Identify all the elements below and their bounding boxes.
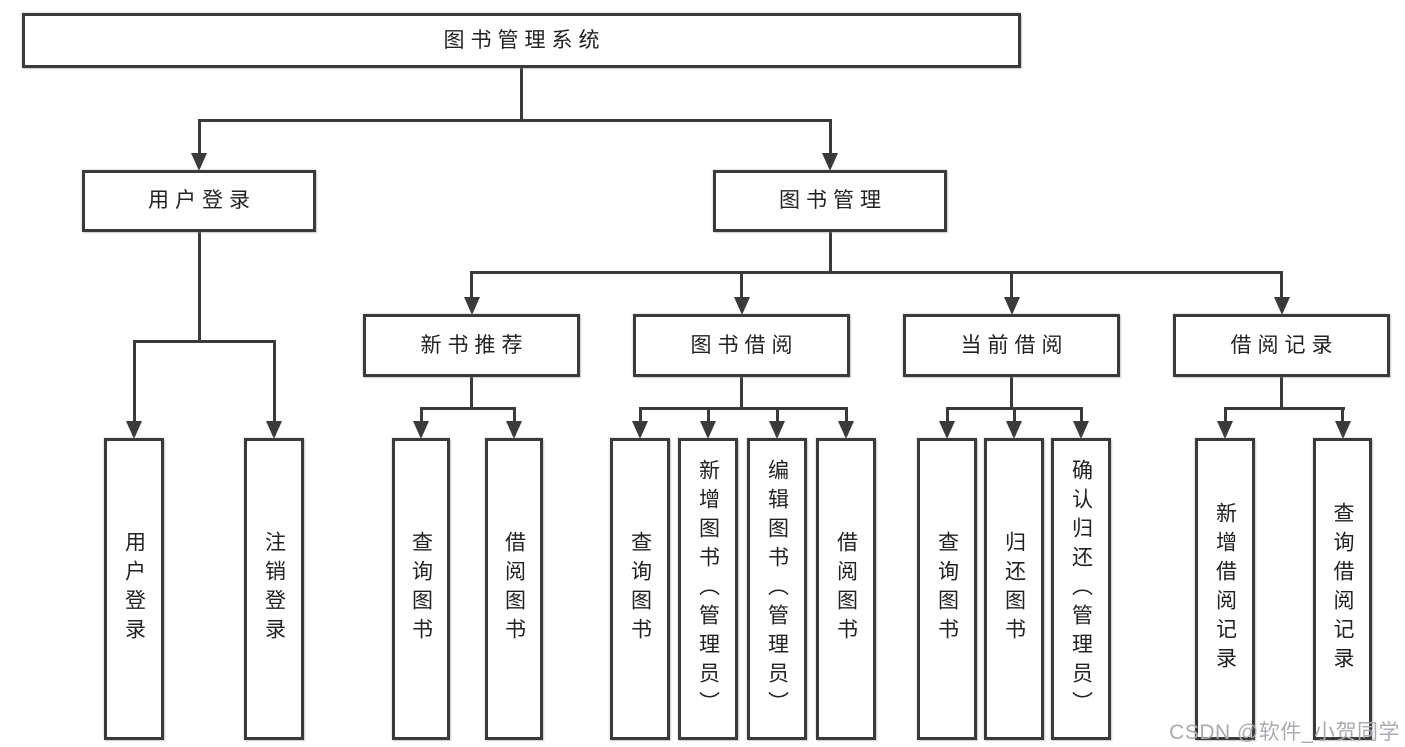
connector-rail xyxy=(1224,407,1345,410)
node-label: 归还图书 xyxy=(1002,531,1026,647)
arrowhead-down-icon xyxy=(126,421,142,439)
node-label: 借阅图书 xyxy=(834,531,858,647)
connector-drop xyxy=(1010,271,1013,303)
connector-drop xyxy=(829,119,832,159)
node-leaf-add-books: 新增图书（管理员） xyxy=(678,438,738,740)
watermark: CSDN @软件_小贺同学 xyxy=(1169,721,1400,744)
node-leaf-add-borrow-record: 新增借阅记录 xyxy=(1195,438,1255,740)
node-new-book-rec: 新书推荐 xyxy=(363,314,580,377)
node-book-borrowing: 图书借阅 xyxy=(633,314,850,377)
arrowhead-down-icon xyxy=(769,421,785,439)
node-label: 当前借阅 xyxy=(960,333,1069,357)
connector-drop xyxy=(1080,407,1083,427)
connector-drop xyxy=(1341,407,1344,427)
node-label: 图书借阅 xyxy=(690,333,799,357)
arrowhead-down-icon xyxy=(1006,421,1022,439)
connector-drop xyxy=(513,407,516,427)
node-label: 查询图书 xyxy=(409,531,433,647)
arrowhead-down-icon xyxy=(1274,297,1290,315)
node-label: 用户登录 xyxy=(122,531,146,647)
arrowhead-down-icon xyxy=(413,421,429,439)
connector-rail xyxy=(639,407,848,410)
connector-drop xyxy=(470,271,473,303)
connector-drop xyxy=(845,407,848,427)
node-leaf-borrow-books-1: 借阅图书 xyxy=(485,438,543,740)
node-leaf-edit-books: 编辑图书（管理员） xyxy=(747,438,807,740)
node-label: 图书管理 xyxy=(779,189,887,213)
node-leaf-user-login: 用户登录 xyxy=(104,438,164,740)
connector-rail xyxy=(420,407,516,410)
node-label: 借阅记录 xyxy=(1230,333,1339,357)
node-leaf-confirm-return: 确认归还（管理员） xyxy=(1051,438,1111,740)
connector-rail xyxy=(198,119,832,122)
connector-drop xyxy=(776,407,779,427)
node-label: 确认归还（管理员） xyxy=(1069,458,1093,720)
node-current-borrowing: 当前借阅 xyxy=(903,314,1120,377)
connector-drop xyxy=(707,407,710,427)
arrowhead-down-icon xyxy=(822,153,838,171)
node-leaf-return-books: 归还图书 xyxy=(984,438,1044,740)
connector-rail xyxy=(133,340,276,343)
arrowhead-down-icon xyxy=(700,421,716,439)
arrowhead-down-icon xyxy=(838,421,854,439)
node-book-mgmt: 图书管理 xyxy=(713,170,947,232)
arrowhead-down-icon xyxy=(734,297,750,315)
node-label: 用户登录 xyxy=(148,189,256,213)
arrowhead-down-icon xyxy=(191,153,207,171)
arrowhead-down-icon xyxy=(1335,421,1351,439)
connector-drop xyxy=(133,340,136,427)
arrowhead-down-icon xyxy=(506,421,522,439)
node-label: 查询借阅记录 xyxy=(1331,502,1354,676)
node-root: 图书管理系统 xyxy=(22,13,1021,68)
node-leaf-query-borrow-record: 查询借阅记录 xyxy=(1313,438,1372,740)
arrowhead-down-icon xyxy=(1004,297,1020,315)
node-label: 查询图书 xyxy=(628,531,652,647)
connector-drop xyxy=(198,119,201,159)
node-label: 借阅图书 xyxy=(502,531,526,647)
node-label: 注销登录 xyxy=(262,531,286,647)
arrowhead-down-icon xyxy=(1073,421,1089,439)
arrowhead-down-icon xyxy=(464,297,480,315)
node-label: 编辑图书（管理员） xyxy=(765,458,789,720)
arrowhead-down-icon xyxy=(632,421,648,439)
node-leaf-query-books-3: 查询图书 xyxy=(917,438,977,740)
connector-drop xyxy=(1280,271,1283,303)
connector-stem xyxy=(1280,375,1283,410)
node-leaf-query-books-1: 查询图书 xyxy=(392,438,450,740)
connector-drop xyxy=(273,340,276,427)
node-label: 查询图书 xyxy=(935,531,959,647)
connector-stem xyxy=(470,375,473,410)
node-label: 新书推荐 xyxy=(420,333,529,357)
arrowhead-down-icon xyxy=(939,421,955,439)
node-label: 新增图书（管理员） xyxy=(696,458,720,720)
connector-stem xyxy=(520,66,523,122)
node-leaf-query-books-2: 查询图书 xyxy=(610,438,670,740)
node-label: 新增借阅记录 xyxy=(1213,502,1237,676)
connector-drop xyxy=(1013,407,1016,427)
connector-drop xyxy=(639,407,642,427)
connector-stem xyxy=(829,230,832,274)
connector-rail xyxy=(470,271,1283,274)
connector-drop xyxy=(420,407,423,427)
connector-stem xyxy=(198,230,201,343)
node-leaf-logout: 注销登录 xyxy=(244,438,304,740)
connector-stem xyxy=(740,375,743,410)
node-borrowing-records: 借阅记录 xyxy=(1173,314,1390,377)
node-leaf-borrow-books-2: 借阅图书 xyxy=(816,438,876,740)
arrowhead-down-icon xyxy=(266,421,282,439)
node-label: 图书管理系统 xyxy=(443,28,606,52)
connector-drop xyxy=(740,271,743,303)
node-user-login: 用户登录 xyxy=(82,170,316,232)
connector-drop xyxy=(1224,407,1227,427)
arrowhead-down-icon xyxy=(1217,421,1233,439)
connector-drop xyxy=(946,407,949,427)
connector-stem xyxy=(1010,375,1013,410)
